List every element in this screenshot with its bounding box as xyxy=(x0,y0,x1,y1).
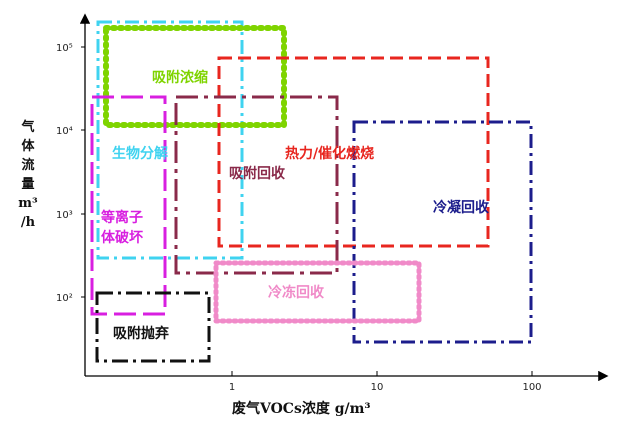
y-axis-label-part: 体 xyxy=(21,139,35,154)
region-adsorption-concentration xyxy=(103,25,287,128)
x-tick-label: 10 xyxy=(371,382,384,393)
x-axis-label: 废气VOCs浓度 g/m³ xyxy=(232,401,371,417)
region-label-condensation-recovery: 冷凝回收 xyxy=(433,199,490,216)
region-label-thermal-catalytic-combustion: 热力/催化燃烧 xyxy=(285,145,374,162)
y-axis-label-part: 流 xyxy=(21,158,35,173)
region-adsorption-recovery xyxy=(174,95,339,275)
region-label-adsorption-disposal: 吸附抛弃 xyxy=(113,325,169,342)
region-label-plasma-line2: 体破坏 xyxy=(101,229,143,246)
region-condensation-recovery xyxy=(352,120,533,344)
region-freezing-recovery xyxy=(213,260,422,324)
y-tick-label: 10³ xyxy=(56,210,73,221)
region-label-freezing-recovery: 冷冻回收 xyxy=(268,284,325,301)
region-label-bio-decomposition: 生物分解 xyxy=(112,145,168,162)
region-adsorption-disposal xyxy=(95,291,211,363)
y-tick-label: 10⁵ xyxy=(56,43,73,54)
region-plasma-destruction xyxy=(90,95,167,316)
y-axis-label-part: 量 xyxy=(21,177,35,192)
region-bio-decomposition xyxy=(96,20,244,260)
region-label-adsorption-concentration: 吸附浓缩 xyxy=(152,69,208,86)
x-tick-label: 100 xyxy=(522,382,541,393)
region-label-adsorption-recovery: 吸附回收 xyxy=(229,165,286,182)
y-axis-label-part: m³ xyxy=(18,196,38,211)
y-axis-label-part: 气 xyxy=(21,120,35,135)
y-axis-label-part: /h xyxy=(20,215,36,230)
y-tick-label: 10² xyxy=(56,293,73,304)
y-axis-label: 气 体 流 量 m³ /h xyxy=(14,118,42,232)
y-tick-label: 10⁴ xyxy=(56,126,73,137)
region-label-plasma-line1: 等离子 xyxy=(101,209,143,226)
x-tick-label: 1 xyxy=(229,382,235,393)
